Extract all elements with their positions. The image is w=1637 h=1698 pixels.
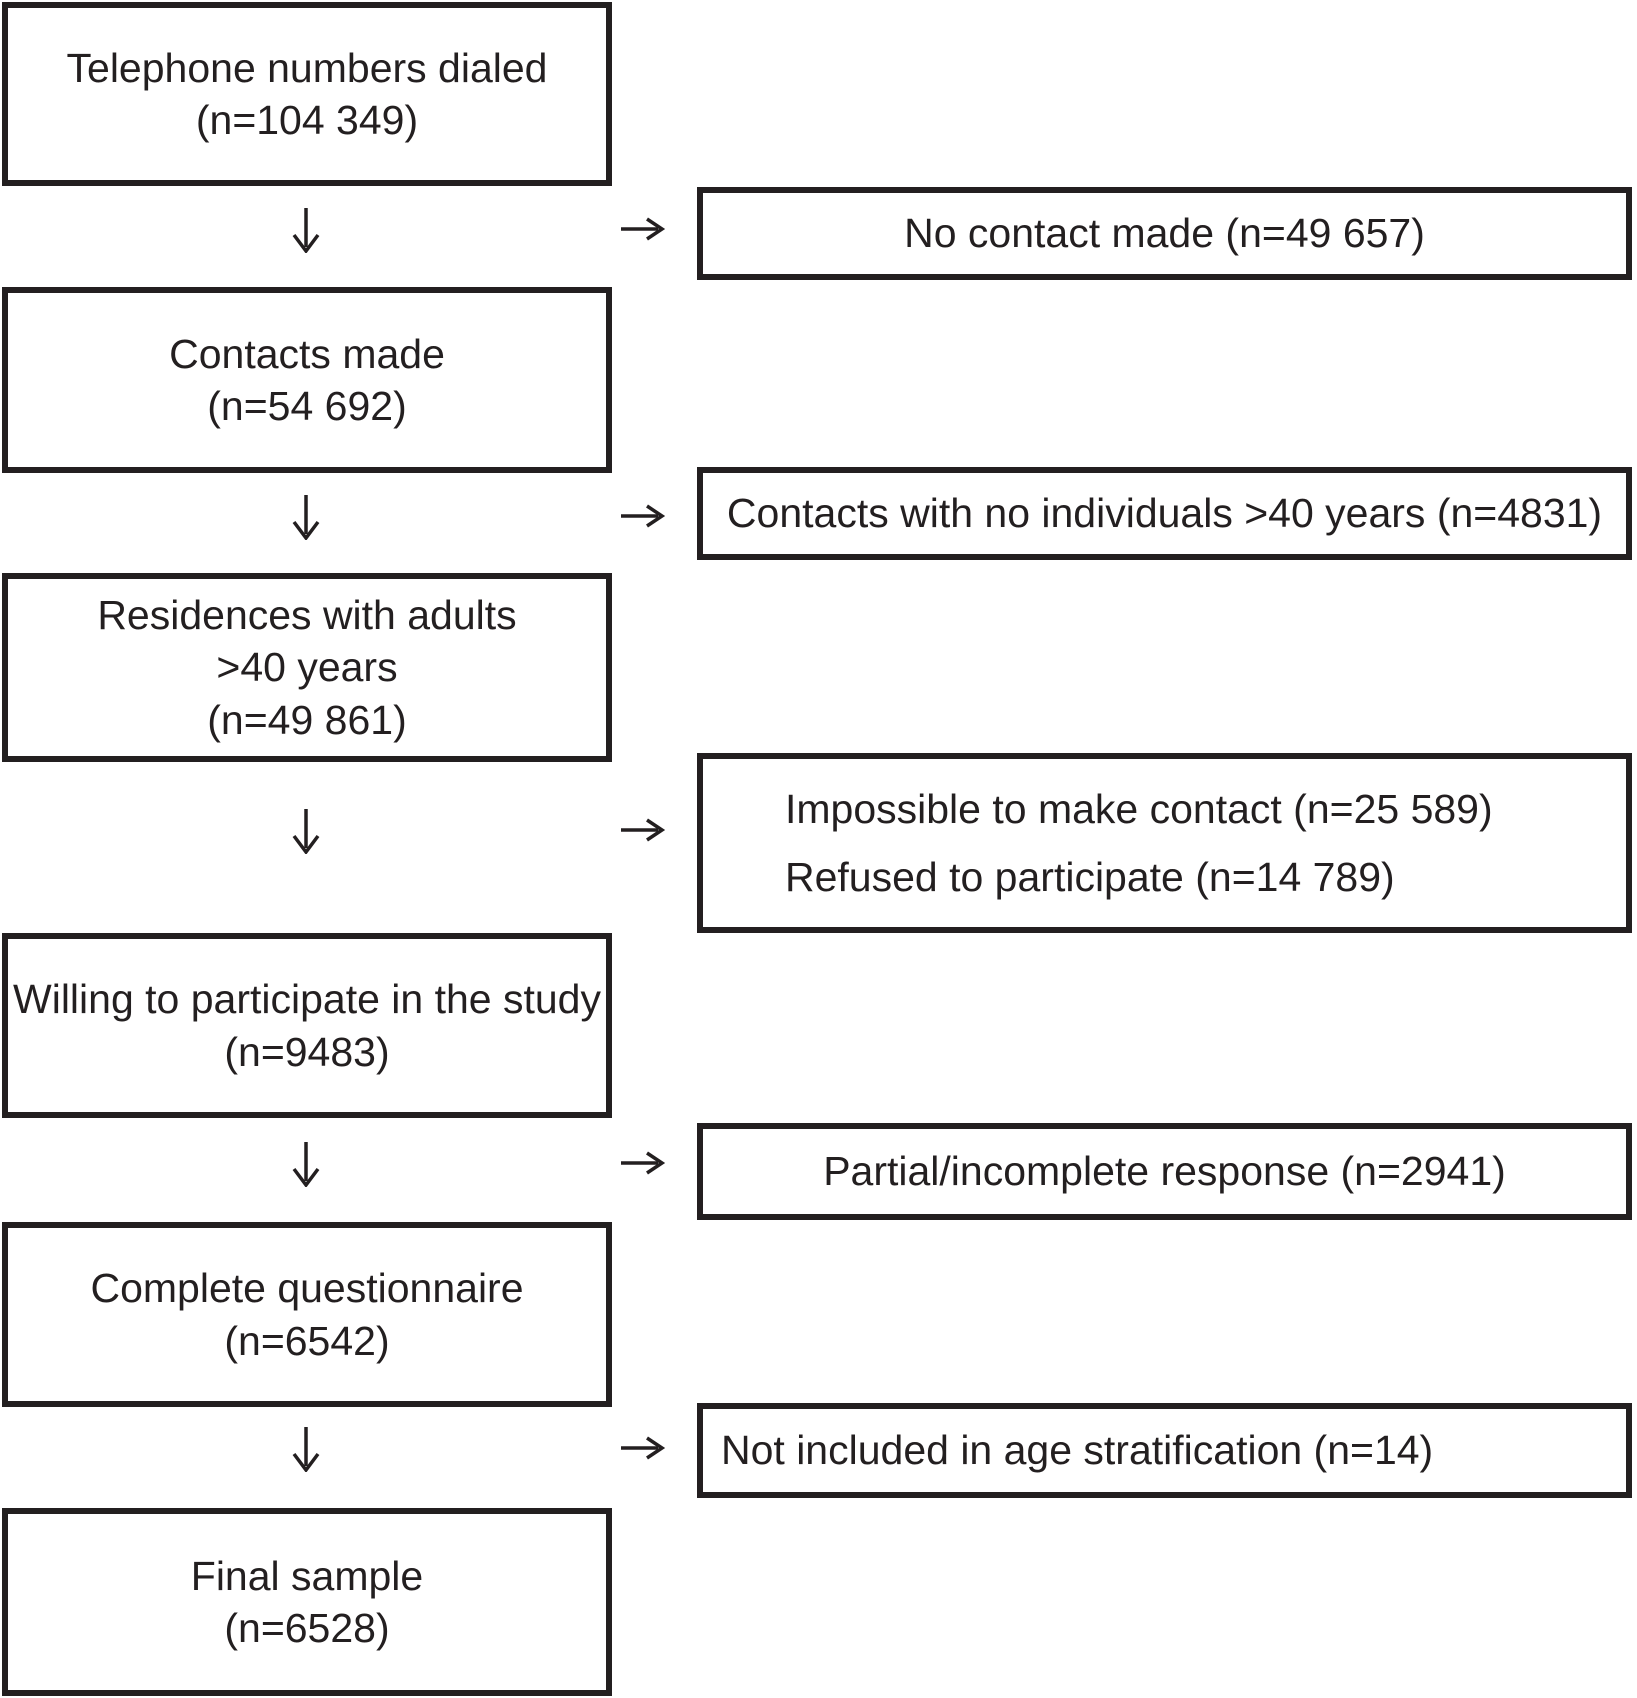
box-label: Willing to participate in the study: [13, 976, 601, 1023]
box-label: Complete questionnaire: [90, 1265, 524, 1312]
box-label: Not included in age stratification (n=14…: [721, 1427, 1434, 1474]
down-arrow-icon: [289, 1426, 323, 1472]
box-label: Refused to participate (n=14 789): [785, 854, 1395, 900]
box-count: (n=6528): [224, 1605, 390, 1651]
box-label: Contacts with no individuals >40 years (…: [726, 490, 1603, 537]
box-label: Impossible to make contact (n=25 589): [785, 785, 1493, 832]
down-arrow-icon: [289, 808, 323, 854]
down-arrow-icon: [289, 1141, 323, 1187]
box-label: Contacts made: [169, 330, 445, 377]
down-arrow-icon: [289, 494, 323, 540]
flow-box-not-in-age-stratification: Not included in age stratification (n=14…: [697, 1403, 1632, 1498]
box-count: (n=49 861): [207, 696, 407, 743]
flow-box-no-contact-made: No contact made (n=49 657): [697, 187, 1632, 280]
down-arrow-icon: [289, 207, 323, 253]
flow-box-complete-questionnaire: Complete questionnaire (n=6542): [2, 1222, 612, 1407]
box-label: Residences with adults: [97, 591, 517, 638]
box-label: Partial/incomplete response (n=2941): [823, 1148, 1506, 1195]
box-label: Final sample: [190, 1552, 424, 1599]
flow-box-final-sample: Final sample (n=6528): [2, 1508, 612, 1696]
flow-box-contacts-made: Contacts made (n=54 692): [2, 287, 612, 473]
box-count: (n=54 692): [207, 383, 407, 429]
flow-box-no-individuals-over-40: Contacts with no individuals >40 years (…: [697, 467, 1632, 560]
right-arrow-icon: [620, 815, 666, 845]
right-arrow-icon: [620, 501, 666, 531]
flow-box-partial-incomplete-response: Partial/incomplete response (n=2941): [697, 1123, 1632, 1220]
box-label: Telephone numbers dialed: [66, 44, 548, 91]
right-arrow-icon: [620, 1148, 666, 1178]
box-count: (n=6542): [224, 1317, 390, 1364]
box-label: >40 years: [216, 644, 398, 691]
right-arrow-icon: [620, 214, 666, 244]
flow-box-telephone-numbers-dialed: Telephone numbers dialed (n=104 349): [2, 2, 612, 186]
flow-box-impossible-or-refused: Impossible to make contact (n=25 589) Re…: [697, 753, 1632, 933]
flow-box-willing-to-participate: Willing to participate in the study (n=9…: [2, 933, 612, 1118]
box-label: No contact made (n=49 657): [904, 210, 1425, 257]
right-arrow-icon: [620, 1433, 666, 1463]
box-count: (n=104 349): [195, 97, 419, 143]
box-count: (n=9483): [224, 1028, 390, 1075]
flow-box-residences-with-adults: Residences with adults >40 years (n=49 8…: [2, 573, 612, 762]
